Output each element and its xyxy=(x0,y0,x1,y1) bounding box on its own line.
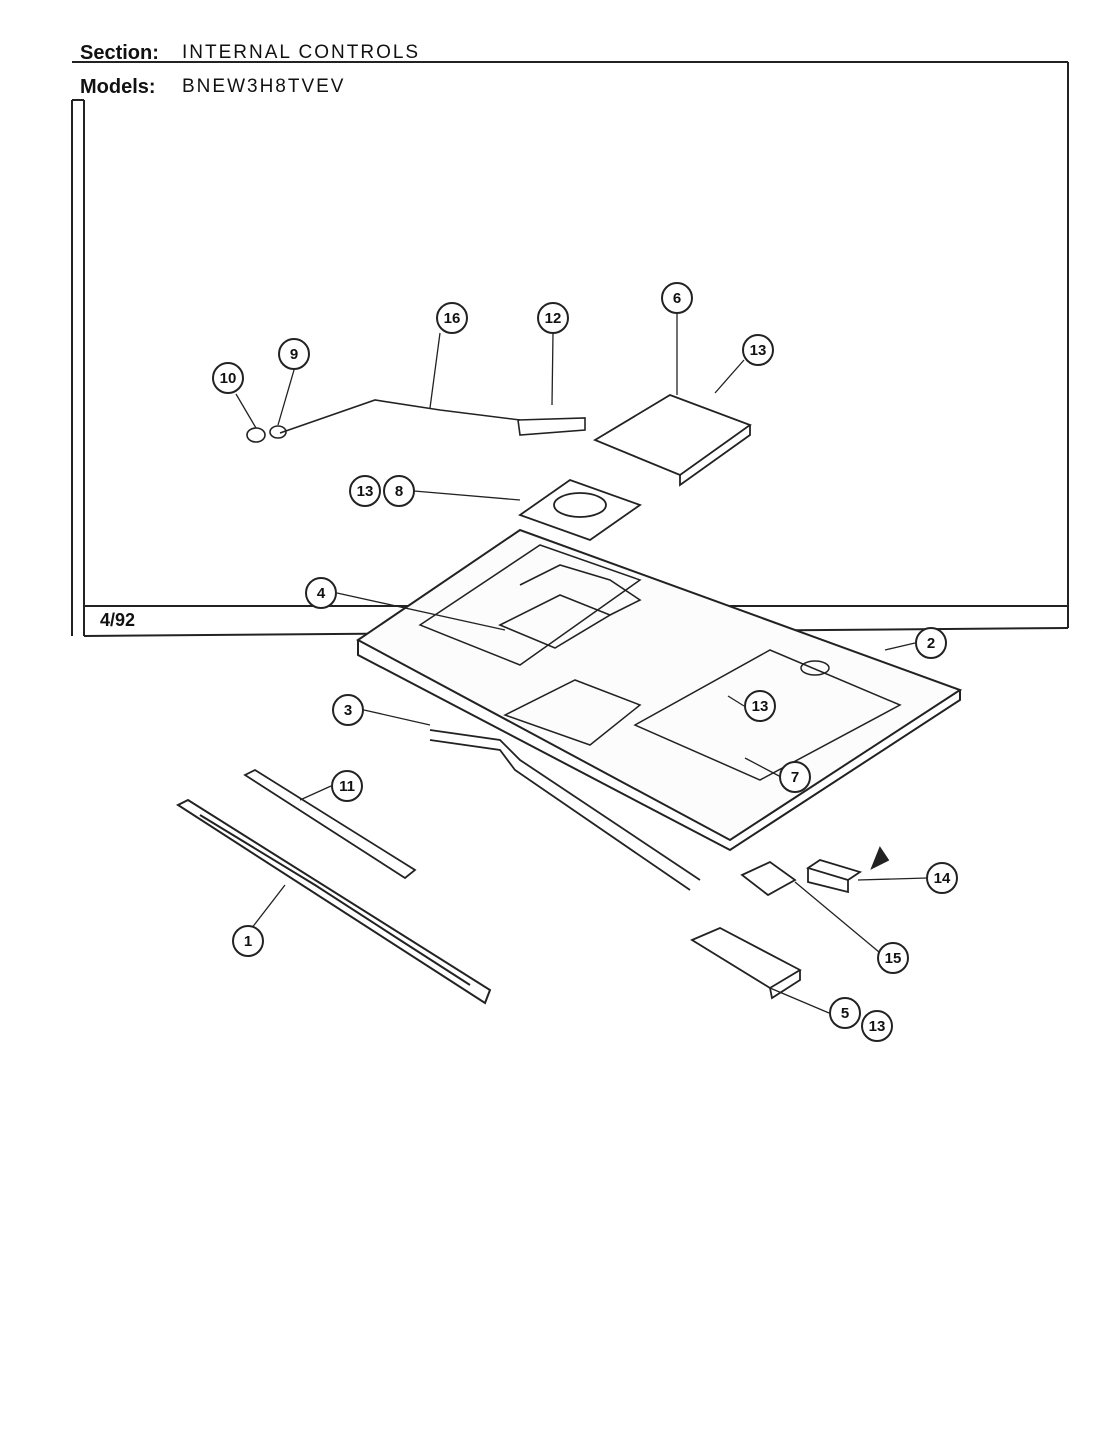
part-14 xyxy=(805,846,890,894)
callout-circle xyxy=(212,362,244,394)
callout-1: 1 xyxy=(244,933,252,950)
rail-part-3 xyxy=(429,729,701,891)
callout-numbers: 1 2 3 4 5 6 7 8 9 10 11 12 13 13 13 13 1… xyxy=(220,290,951,1035)
control-panel-base xyxy=(356,528,963,852)
models-value: BNEW3H8TVEV xyxy=(182,76,346,97)
callout-circle xyxy=(744,690,776,722)
callout-circle xyxy=(877,942,909,974)
bracket-part-5 xyxy=(690,927,802,1000)
section-label: Section: xyxy=(80,42,159,64)
cover-part-6 xyxy=(593,394,752,487)
callout-circle xyxy=(829,997,861,1029)
callout-9: 9 xyxy=(290,346,298,363)
callout-circle xyxy=(742,334,774,366)
callout-2: 2 xyxy=(927,635,935,652)
rod-part-16 xyxy=(246,399,586,443)
callout-circle xyxy=(661,282,693,314)
callout-circle xyxy=(232,925,264,957)
callout-circle xyxy=(926,862,958,894)
callout-5: 5 xyxy=(841,1005,849,1022)
callout-8: 8 xyxy=(395,483,403,500)
callout-circle xyxy=(436,302,468,334)
callout-leaders xyxy=(235,313,928,1014)
callout-circle xyxy=(332,694,364,726)
callout-circle xyxy=(349,475,381,507)
callout-circles xyxy=(212,282,958,1042)
strip-part-11 xyxy=(243,768,417,880)
bracket-part-4 xyxy=(498,564,642,649)
callout-circle xyxy=(305,577,337,609)
callout-11: 11 xyxy=(339,778,355,795)
callout-3: 3 xyxy=(344,702,352,719)
callout-6: 6 xyxy=(673,290,681,307)
models-label: Models: xyxy=(80,76,156,98)
callout-16: 16 xyxy=(444,310,461,327)
callout-13-b: 13 xyxy=(750,342,767,359)
callout-13-c: 13 xyxy=(752,698,769,715)
callout-13-d: 13 xyxy=(869,1018,886,1035)
callout-circle xyxy=(331,770,363,802)
callout-circle xyxy=(861,1010,893,1042)
switch-part-8 xyxy=(518,478,642,542)
footer-date: 4/92 xyxy=(100,610,136,630)
callout-15: 15 xyxy=(885,950,902,967)
callout-circle xyxy=(779,761,811,793)
callout-7: 7 xyxy=(791,769,799,786)
callout-4: 4 xyxy=(317,585,326,602)
trim-part-1 xyxy=(175,798,492,1005)
section-value: INTERNAL CONTROLS xyxy=(182,42,421,63)
callout-circle xyxy=(915,627,947,659)
callout-circle xyxy=(537,302,569,334)
callout-12: 12 xyxy=(545,310,562,327)
callout-circle xyxy=(278,338,310,370)
callout-13-a: 13 xyxy=(357,483,374,500)
callout-14: 14 xyxy=(934,870,951,887)
plate-part-15 xyxy=(740,860,797,897)
callout-10: 10 xyxy=(220,370,237,387)
callout-circle xyxy=(383,475,415,507)
